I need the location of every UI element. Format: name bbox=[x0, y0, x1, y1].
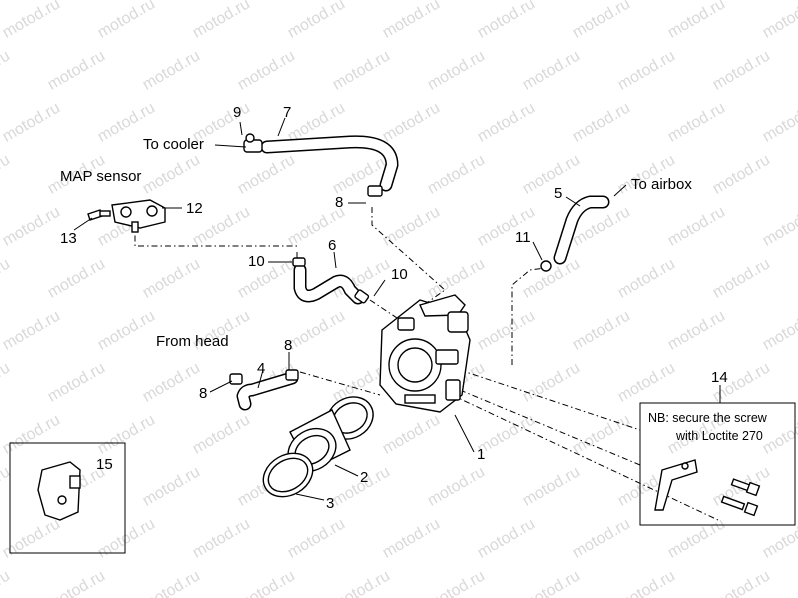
note-line-1: NB: secure the screw bbox=[648, 411, 768, 425]
hose-4 bbox=[229, 369, 299, 411]
hose-5 bbox=[540, 195, 610, 272]
callout-3: 3 bbox=[326, 495, 334, 512]
callout-1: 1 bbox=[477, 446, 485, 463]
callout-10-right: 10 bbox=[391, 266, 408, 283]
note-box bbox=[639, 402, 796, 526]
note-line-2: with Loctite 270 bbox=[675, 429, 763, 443]
leader-lines bbox=[73, 117, 721, 501]
callout-8-middle: 8 bbox=[284, 337, 292, 354]
callout-11: 11 bbox=[515, 229, 531, 246]
callout-12: 12 bbox=[186, 200, 203, 217]
callout-13: 13 bbox=[60, 230, 77, 247]
callout-14: 14 bbox=[711, 369, 728, 386]
callout-10-left: 10 bbox=[248, 253, 265, 270]
throttle-body bbox=[379, 294, 471, 413]
label-to-cooler: To cooler bbox=[143, 136, 204, 153]
hose-7 bbox=[243, 133, 399, 197]
label-from-head: From head bbox=[156, 333, 229, 350]
callout-8-bottom: 8 bbox=[199, 385, 207, 402]
part-15-inset bbox=[9, 442, 126, 554]
bracket-14 bbox=[654, 459, 761, 517]
callout-8-top: 8 bbox=[335, 194, 343, 211]
callout-2: 2 bbox=[360, 469, 368, 486]
label-to-airbox: To airbox bbox=[631, 176, 692, 193]
callout-9: 9 bbox=[233, 104, 241, 121]
callout-5: 5 bbox=[554, 185, 562, 202]
callout-6: 6 bbox=[328, 237, 336, 254]
callout-4: 4 bbox=[257, 360, 265, 377]
callout-7: 7 bbox=[283, 104, 291, 121]
assembly-lines bbox=[134, 207, 719, 521]
intake-boot bbox=[262, 396, 374, 498]
label-map-sensor: MAP sensor bbox=[60, 168, 141, 185]
hose-6 bbox=[292, 257, 370, 305]
map-sensor-assembly bbox=[87, 199, 166, 233]
callout-15: 15 bbox=[96, 456, 113, 473]
